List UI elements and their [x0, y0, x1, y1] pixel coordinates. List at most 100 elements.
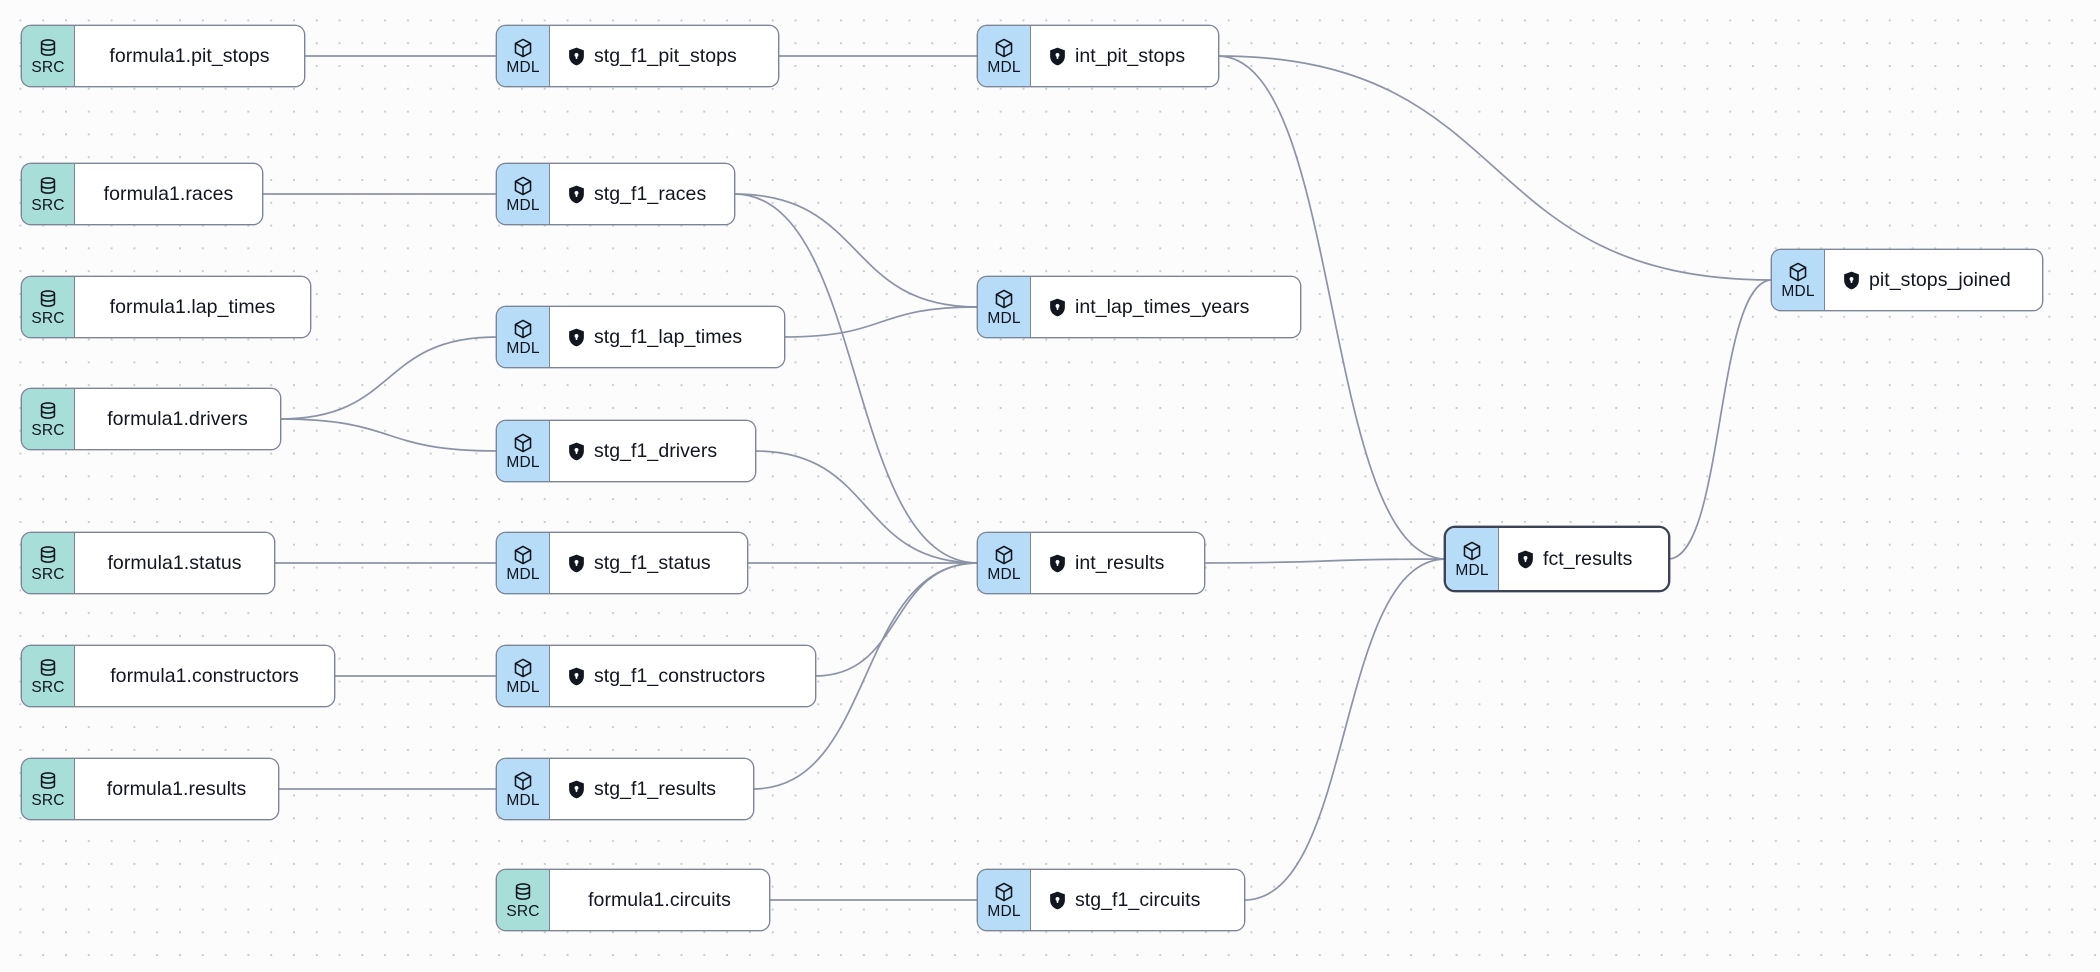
- type-badge-label: SRC: [31, 791, 65, 809]
- shield-lock-icon: [568, 667, 585, 686]
- graph-node-src_circuits[interactable]: SRC formula1.circuits: [497, 870, 769, 930]
- node-label: int_lap_times_years: [1075, 295, 1250, 318]
- graph-node-src_status[interactable]: SRC formula1.status: [22, 533, 274, 593]
- node-label: formula1.circuits: [588, 888, 731, 911]
- node-label: stg_f1_circuits: [1075, 888, 1201, 911]
- mdl-type-badge: MDL: [497, 759, 550, 819]
- mdl-type-badge: MDL: [978, 26, 1031, 86]
- mdl-type-badge: MDL: [497, 421, 550, 481]
- cube-icon: [993, 544, 1015, 566]
- node-body: stg_f1_lap_times: [550, 307, 784, 367]
- shield-lock-icon: [568, 780, 585, 799]
- graph-node-stg_constructors[interactable]: MDL stg_f1_constructors: [497, 646, 815, 706]
- edge-stg_circuits-to-fct_results: [1243, 558, 1447, 901]
- src-type-badge: SRC: [22, 533, 75, 593]
- edge-int_results-to-fct_results: [1203, 558, 1447, 564]
- shield-lock-icon: [1049, 47, 1066, 66]
- node-body: formula1.constructors: [75, 646, 334, 706]
- src-type-badge: SRC: [22, 759, 75, 819]
- mdl-type-badge: MDL: [497, 26, 550, 86]
- type-badge-label: MDL: [987, 58, 1021, 76]
- type-badge-label: MDL: [1455, 561, 1489, 579]
- node-body: int_results: [1031, 533, 1204, 593]
- cube-icon: [993, 881, 1015, 903]
- edge-stg_races-to-int_lap_times_years: [733, 193, 979, 308]
- edge-stg_constructors-to-int_results: [814, 562, 979, 677]
- type-badge-label: MDL: [506, 565, 540, 583]
- database-icon: [37, 770, 59, 792]
- graph-node-src_results[interactable]: SRC formula1.results: [22, 759, 278, 819]
- graph-node-src_constructors[interactable]: SRC formula1.constructors: [22, 646, 334, 706]
- graph-node-stg_status[interactable]: MDL stg_f1_status: [497, 533, 747, 593]
- graph-node-int_lap_times_years[interactable]: MDL int_lap_times_years: [978, 277, 1300, 337]
- node-body: stg_f1_drivers: [550, 421, 755, 481]
- shield-lock-icon: [1049, 554, 1066, 573]
- graph-node-src_drivers[interactable]: SRC formula1.drivers: [22, 389, 280, 449]
- edge-fct_results-to-pit_stops_joined: [1667, 279, 1773, 560]
- database-icon: [37, 657, 59, 679]
- mdl-type-badge: MDL: [978, 533, 1031, 593]
- database-icon: [37, 288, 59, 310]
- type-badge-label: MDL: [506, 453, 540, 471]
- node-label: formula1.results: [106, 777, 247, 800]
- node-label: formula1.constructors: [110, 664, 299, 687]
- node-body: stg_f1_results: [550, 759, 753, 819]
- type-badge-label: MDL: [1781, 282, 1815, 300]
- node-body: formula1.pit_stops: [75, 26, 304, 86]
- database-icon: [37, 400, 59, 422]
- type-badge-label: SRC: [506, 902, 540, 920]
- mdl-type-badge: MDL: [978, 277, 1031, 337]
- graph-node-stg_results[interactable]: MDL stg_f1_results: [497, 759, 753, 819]
- graph-node-stg_circuits[interactable]: MDL stg_f1_circuits: [978, 870, 1244, 930]
- type-badge-label: MDL: [506, 678, 540, 696]
- type-badge-label: SRC: [31, 565, 65, 583]
- type-badge-label: MDL: [987, 309, 1021, 327]
- cube-icon: [1461, 540, 1483, 562]
- edge-int_pit_stops-to-pit_stops_joined: [1217, 55, 1773, 281]
- src-type-badge: SRC: [22, 277, 75, 337]
- cube-icon: [1787, 261, 1809, 283]
- shield-lock-icon: [568, 328, 585, 347]
- node-label: int_pit_stops: [1075, 44, 1186, 67]
- cube-icon: [512, 175, 534, 197]
- type-badge-label: SRC: [31, 309, 65, 327]
- cube-icon: [512, 770, 534, 792]
- graph-node-stg_drivers[interactable]: MDL stg_f1_drivers: [497, 421, 755, 481]
- mdl-type-badge: MDL: [497, 307, 550, 367]
- type-badge-label: MDL: [506, 791, 540, 809]
- cube-icon: [512, 37, 534, 59]
- shield-lock-icon: [568, 554, 585, 573]
- mdl-type-badge: MDL: [1772, 250, 1825, 310]
- type-badge-label: SRC: [31, 678, 65, 696]
- node-label: pit_stops_joined: [1869, 268, 2011, 291]
- src-type-badge: SRC: [22, 164, 75, 224]
- shield-lock-icon: [1843, 271, 1860, 290]
- node-body: stg_f1_status: [550, 533, 747, 593]
- node-body: int_lap_times_years: [1031, 277, 1300, 337]
- src-type-badge: SRC: [497, 870, 550, 930]
- graph-node-int_pit_stops[interactable]: MDL int_pit_stops: [978, 26, 1218, 86]
- src-type-badge: SRC: [22, 646, 75, 706]
- edge-stg_drivers-to-int_results: [754, 450, 979, 564]
- node-body: stg_f1_constructors: [550, 646, 815, 706]
- graph-node-pit_stops_joined[interactable]: MDL pit_stops_joined: [1772, 250, 2042, 310]
- node-label: formula1.status: [107, 551, 242, 574]
- node-body: formula1.results: [75, 759, 278, 819]
- node-label: formula1.drivers: [107, 407, 248, 430]
- shield-lock-icon: [1517, 550, 1534, 569]
- src-type-badge: SRC: [22, 389, 75, 449]
- cube-icon: [512, 318, 534, 340]
- mdl-type-badge: MDL: [978, 870, 1031, 930]
- node-body: pit_stops_joined: [1825, 250, 2042, 310]
- cube-icon: [512, 544, 534, 566]
